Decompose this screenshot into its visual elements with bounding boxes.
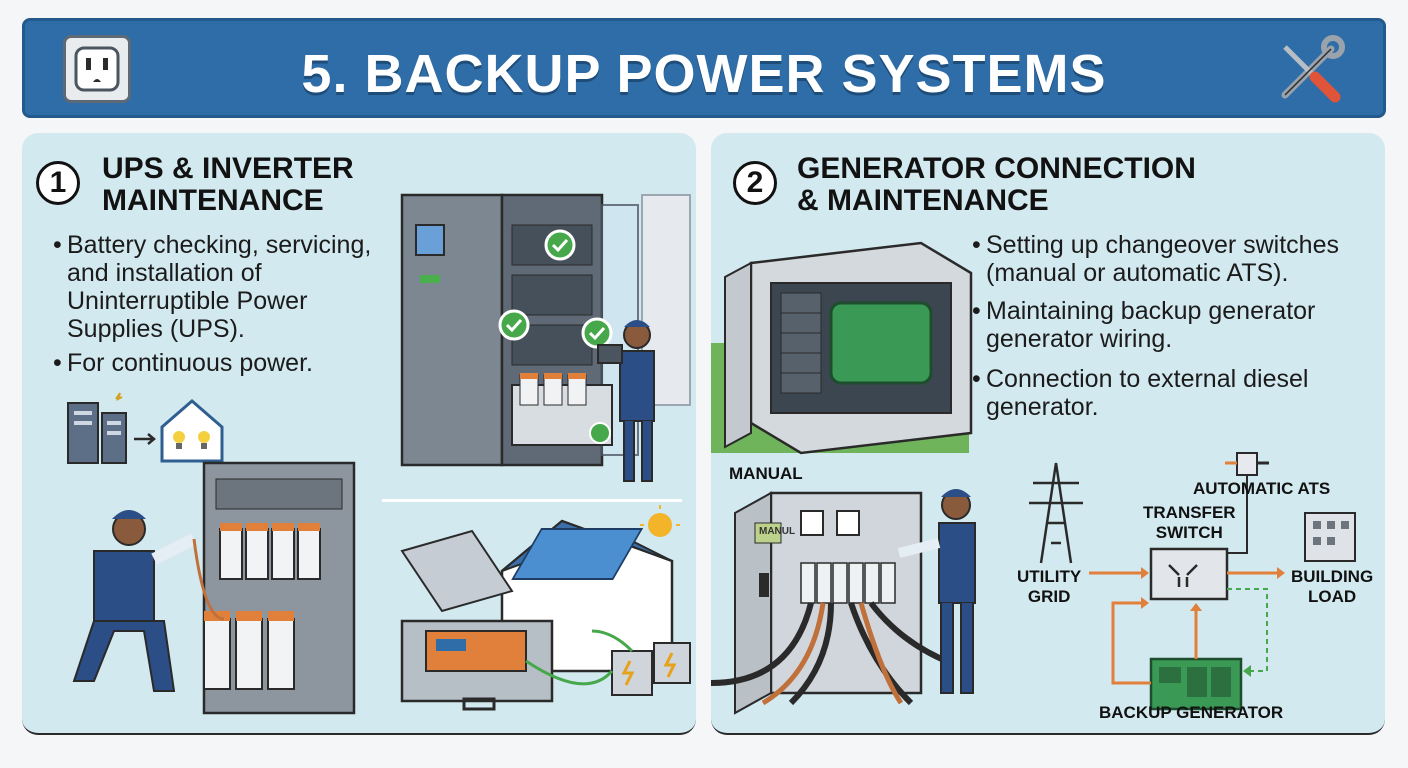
generator-enclosure-illustration: [711, 241, 973, 455]
section-title-line2: MAINTENANCE: [102, 184, 324, 217]
transfer-switch-label: TRANSFER SWITCH: [1143, 503, 1236, 543]
section-title-line1: UPS & INVERTER: [102, 152, 354, 185]
label-line: LOAD: [1308, 587, 1357, 606]
battery-cabinet-technician-illustration: [72, 461, 356, 715]
ats-schematic-diagram: [1029, 452, 1356, 711]
bullet-line: and installation of: [67, 259, 262, 287]
section-number-badge: 1: [36, 161, 80, 205]
bullet-line: Supplies (UPS).: [67, 315, 245, 343]
bullet-ups-battery: Battery checking, servicing, and install…: [53, 231, 397, 343]
label-line: UTILITY: [1017, 567, 1082, 586]
page-title: 5. BACKUP POWER SYSTEMS: [301, 44, 1107, 104]
solar-inverter-illustration: [400, 505, 691, 711]
ups-rack-illustration: [400, 193, 691, 482]
bullet-line: generator wiring.: [986, 325, 1173, 353]
bullet-line: Battery checking, servicing,: [67, 231, 372, 259]
section-title-line2: & MAINTENANCE: [797, 184, 1049, 217]
backup-generator-label: BACKUP GENERATOR: [1099, 703, 1284, 722]
bullet-line: For continuous power.: [67, 349, 313, 377]
wrench-screwdriver-icon: [1273, 35, 1345, 107]
electrical-outlet-icon: [63, 35, 131, 103]
bullet-line: Connection to external diesel: [986, 365, 1309, 393]
bullet-line: Uninterruptible Power: [67, 287, 308, 315]
label-line: BUILDING: [1291, 567, 1374, 586]
server-to-house-illustration: [67, 392, 224, 464]
header-banner: 5. BACKUP POWER SYSTEMS: [22, 18, 1386, 118]
section-ups-inverter: 1 UPS & INVERTER MAINTENANCE Battery che…: [22, 133, 696, 735]
bullet-line: Maintaining backup generator: [986, 297, 1316, 325]
bullet-line: (manual or automatic ATS).: [986, 259, 1289, 287]
bullet-changeover-switches: Setting up changeover switches (manual o…: [972, 231, 1366, 287]
label-line: SWITCH: [1155, 523, 1223, 542]
building-load-label: BUILDING LOAD: [1291, 567, 1373, 607]
bullet-maintaining-generator: Maintaining backup generator generator w…: [972, 297, 1366, 353]
bullet-line: generator.: [986, 393, 1099, 421]
section-generator: 2 GENERATOR CONNECTION & MAINTENANCE Set…: [710, 133, 1385, 735]
utility-grid-label: UTILITY GRID: [1017, 567, 1081, 607]
label-line: GRID: [1027, 587, 1071, 606]
section-number-badge: 2: [733, 161, 777, 205]
panel-tag: MANUL: [759, 526, 796, 537]
bullet-line: Setting up changeover switches: [986, 231, 1339, 259]
label-line: TRANSFER: [1143, 503, 1236, 522]
bullet-continuous-power: For continuous power.: [53, 349, 397, 377]
section-title-line1: GENERATOR CONNECTION: [797, 152, 1196, 185]
divider: [382, 499, 682, 502]
manual-changeover-panel-illustration: [710, 489, 976, 715]
manual-label: MANUAL: [729, 464, 803, 483]
automatic-ats-label: AUTOMATIC ATS: [1193, 479, 1331, 498]
bullet-external-diesel: Connection to external diesel generator.: [972, 365, 1366, 421]
